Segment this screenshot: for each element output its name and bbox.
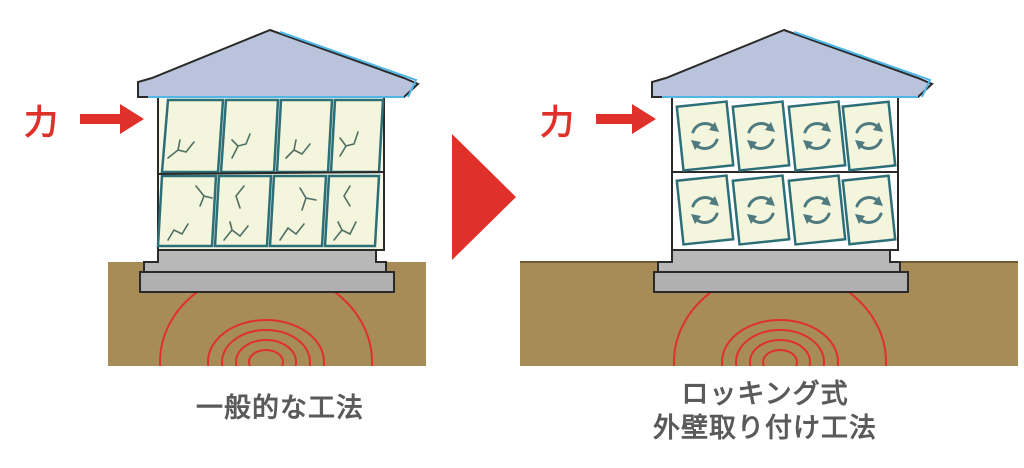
wall-left — [156, 96, 385, 251]
caption-rocking-line1: ロッキング式 — [681, 379, 849, 410]
caption-rocking: ロッキング式 外壁取り付け工法 — [620, 378, 910, 446]
rotate-icon — [803, 196, 831, 224]
rotate-icon — [855, 122, 883, 150]
rotate-icon — [855, 196, 883, 224]
force-label-right: 力 — [540, 103, 574, 143]
rotate-icon — [691, 122, 719, 150]
roof-right — [651, 28, 934, 98]
roof-left — [137, 28, 420, 98]
wall-panel — [156, 174, 218, 248]
wall-panel — [675, 174, 735, 246]
wall-panel — [213, 174, 273, 248]
caption-rocking-line2: 外壁取り付け工法 — [653, 413, 877, 444]
wall-panel — [323, 174, 381, 248]
rotate-icon — [747, 196, 775, 224]
house-conventional: 力 — [24, 28, 426, 366]
crack-marks — [167, 131, 359, 241]
wall-panel — [675, 100, 735, 172]
wall-panel — [787, 100, 847, 172]
triangle-right-icon — [452, 134, 516, 260]
rotate-icon — [691, 196, 719, 224]
force-arrow-right: 力 — [540, 103, 656, 143]
force-arrow-left: 力 — [24, 103, 144, 143]
wall-panel — [841, 174, 897, 246]
rotate-icon — [803, 122, 831, 150]
caption-conventional: 一般的な工法 — [150, 392, 410, 426]
wall-panel — [275, 98, 334, 174]
wall-panel — [731, 174, 791, 246]
wall-right-panels — [675, 100, 897, 246]
wall-panel — [268, 174, 328, 248]
rotation-icons — [691, 122, 883, 224]
house-rocking: 力 — [520, 28, 1018, 366]
wall-panel — [731, 100, 791, 172]
wall-panel — [787, 174, 847, 246]
caption-conventional-text: 一般的な工法 — [196, 393, 364, 424]
force-label-left: 力 — [24, 103, 58, 143]
wall-panel — [160, 98, 225, 174]
wall-panel — [841, 100, 897, 172]
rotate-icon — [747, 122, 775, 150]
